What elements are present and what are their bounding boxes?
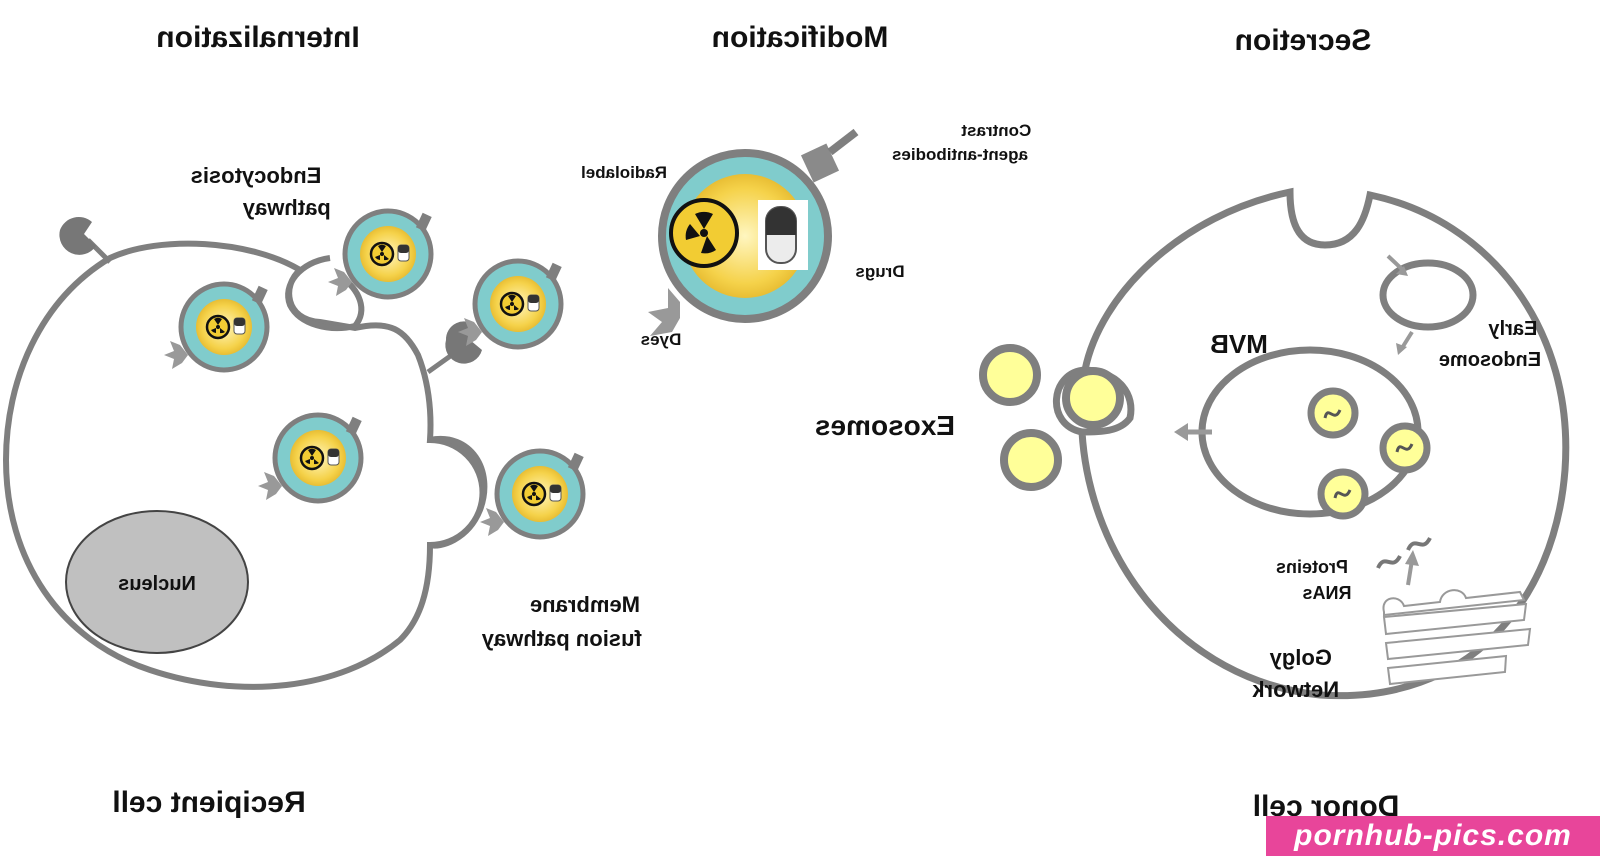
label-dyes: Dyes xyxy=(641,330,682,349)
label-radiolabel: Radiolabel xyxy=(581,163,667,182)
label-proteins-rnas: Proteins RNAs xyxy=(1276,557,1352,603)
label-early-endosome: Early Endosome xyxy=(1439,318,1541,371)
svg-text:RNAs: RNAs xyxy=(1302,583,1351,603)
recipient-cell: Nucleus xyxy=(2,216,488,690)
svg-text:MVB: MVB xyxy=(1210,329,1268,359)
label-recipient-cell: Recipient cell xyxy=(112,786,305,819)
svg-text:Endocytosis: Endocytosis xyxy=(191,163,322,188)
svg-text:Proteins: Proteins xyxy=(1276,557,1348,577)
svg-text:Recipient cell: Recipient cell xyxy=(112,786,305,819)
svg-text:Radiolabel: Radiolabel xyxy=(581,163,667,182)
secreted-exosome xyxy=(1062,367,1124,429)
donor-cell xyxy=(1053,187,1570,700)
arrow xyxy=(1386,254,1408,276)
svg-text:Golgy: Golgy xyxy=(1269,645,1332,670)
label-endocytosis: Endocytosis pathway xyxy=(191,163,331,220)
dye-star-icon xyxy=(648,288,680,336)
label-exosomes: Exosomes xyxy=(815,410,955,441)
svg-text:Dyes: Dyes xyxy=(641,330,682,349)
intraluminal-vesicle xyxy=(1379,422,1431,474)
arrow xyxy=(1396,330,1414,355)
intraluminal-vesicle xyxy=(1307,387,1359,439)
heading-modification: Modification xyxy=(712,21,889,54)
secreted-exosome xyxy=(979,344,1041,406)
exosome-vesicle xyxy=(458,261,562,347)
exosome-vesicle xyxy=(480,451,584,537)
intraluminal-vesicle xyxy=(1317,468,1369,520)
drug-capsule-icon xyxy=(758,200,808,270)
receptor-icon xyxy=(59,216,112,264)
svg-text:Internalization: Internalization xyxy=(156,21,359,54)
golgi-network xyxy=(1382,589,1532,686)
svg-text:Modification: Modification xyxy=(712,21,889,54)
radiation-icon xyxy=(669,198,739,268)
label-membrane-fusion: Membrane fusion pathway xyxy=(481,592,642,651)
label-mvb: MVB xyxy=(1210,329,1268,359)
exocytosis-pocket xyxy=(1053,366,1086,436)
svg-text:Early: Early xyxy=(1488,318,1538,340)
svg-text:Secretion: Secretion xyxy=(1235,24,1372,57)
heading-internalization: Internalization xyxy=(156,21,359,54)
membrane-fusion-cup xyxy=(429,435,488,549)
rna-squiggle-icon xyxy=(1376,536,1432,569)
svg-text:fusion pathway: fusion pathway xyxy=(481,626,642,651)
svg-text:Endosome: Endosome xyxy=(1439,349,1541,371)
label-contrast-agent: Contrast agent-antibodies xyxy=(892,121,1031,164)
nucleus: Nucleus xyxy=(65,510,249,654)
svg-text:Network: Network xyxy=(1252,677,1340,702)
arrow xyxy=(1174,423,1212,441)
early-endosome xyxy=(1379,259,1477,331)
mvb xyxy=(1198,346,1431,520)
svg-text:Nucleus: Nucleus xyxy=(118,573,196,595)
svg-text:Drugs: Drugs xyxy=(855,262,904,281)
watermark-banner: pornhub-pics.com xyxy=(1266,816,1600,856)
secreted-exosome xyxy=(1000,429,1062,491)
svg-text:Exosomes: Exosomes xyxy=(815,410,955,441)
antibody-icon xyxy=(800,128,859,183)
modified-exosome xyxy=(648,128,859,336)
svg-text:Membrane: Membrane xyxy=(530,592,640,617)
svg-text:Contrast: Contrast xyxy=(961,121,1031,140)
label-golgi-network: Golgy Network xyxy=(1252,645,1340,702)
endocytosis-pocket xyxy=(285,255,365,332)
svg-text:pathway: pathway xyxy=(242,195,331,220)
arrow xyxy=(1405,550,1419,586)
label-drugs: Drugs xyxy=(855,262,904,281)
svg-text:agent-antibodies: agent-antibodies xyxy=(892,145,1028,164)
exosome-vesicle xyxy=(328,211,432,297)
heading-secretion: Secretion xyxy=(1235,24,1372,57)
